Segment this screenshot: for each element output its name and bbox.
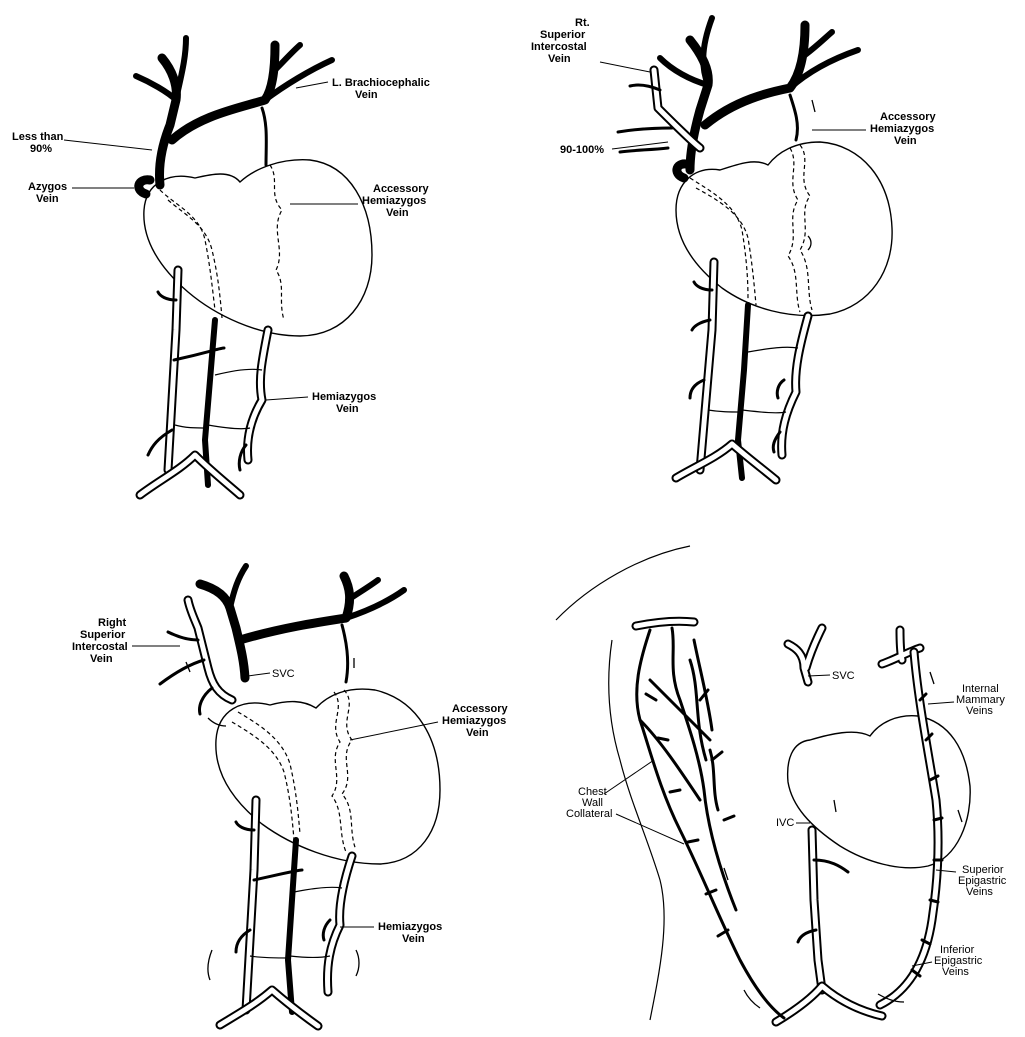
svc-branch [230,566,246,608]
accessory-hemiazygos-upper [262,108,266,165]
label-inferior-epigastric: Inferior Epigastric Veins [934,944,985,978]
l-brachiocephalic-vessel [705,25,805,125]
accessory-hemiazygos-upper [790,95,797,140]
leader-hemiazygos [266,397,308,400]
label-chest-wall-collateral: Chest Wall Collateral [566,786,612,820]
label-azygos: Azygos Vein [28,181,70,205]
leader-rt-superior-intercostal [600,62,650,72]
azygos-dashed [238,712,300,834]
accessory-hemiazygos-dashed [800,145,812,310]
label-internal-mammary: Internal Mammary Veins [956,683,1008,717]
label-superior-epigastric: Superior Epigastric Veins [958,864,1009,898]
leader-internal-mammary [928,702,954,704]
label-accessory-hemiazygos: Accessory Hemiazygos Vein [442,703,511,739]
accessory-hemiazygos-upper [342,625,348,682]
azygos-arch [139,180,150,194]
leader-accessory-hemiazygos [350,722,438,740]
label-hemiazygos: Hemiazygos Vein [378,921,445,945]
l-brachiocephalic-vessel [172,45,275,140]
accessory-hemiazygos-dashed [342,690,356,850]
azygos-lower-vessel [288,840,296,1012]
panel-top-right: Rt. Superior Intercostal Vein 90-100% Ac… [531,17,939,480]
ivc-branches [798,860,848,942]
svc-vessel [159,58,176,185]
leader-svc [808,675,830,676]
accessory-hemiazygos-dashed-2 [332,692,346,852]
internal-mammary-vessel [880,652,938,1005]
label-percent: 90-100% [560,144,604,156]
label-accessory-hemiazygos: Accessory Hemiazygos Vein [362,183,432,219]
label-ivc: IVC [776,817,794,829]
azygos-dashed [690,178,748,300]
accessory-hemiazygos-dashed-2 [788,148,800,312]
label-rt-superior-intercostal: Rt. Superior Intercostal Vein [531,17,593,65]
l-brachiocephalic-branch [346,580,404,618]
svc-branch [660,18,712,85]
label-l-brachiocephalic: L. Brachiocephalic Vein [332,77,433,101]
flow-arrows [808,100,815,250]
label-hemiazygos: Hemiazygos Vein [312,391,379,415]
label-accessory-hemiazygos: Accessory Hemiazygos Vein [870,111,939,147]
leader-svc [248,673,270,676]
heart-outline [216,689,440,864]
leader-less-than [64,140,152,150]
lumbar-branches [148,292,246,470]
label-less-than: Less than 90% [12,131,66,155]
leader-l-brachiocephalic [296,82,328,88]
label-right-superior-intercostal: Right Superior Intercostal Vein [72,617,131,665]
body-outline [556,546,690,620]
azygos-dashed-2 [696,188,756,305]
svc-branch [136,38,186,100]
panel-top-left: L. Brachiocephalic Vein Less than 90% Az… [12,38,433,495]
label-svc: SVC [832,670,855,682]
label-svc: SVC [272,668,295,680]
azygos-dashed-2 [232,722,294,840]
panel-bottom-left: Right Superior Intercostal Vein SVC Acce… [72,566,511,1026]
l-brachiocephalic-vessel [240,576,350,640]
panel-bottom-right: SVC Internal Mammary Veins Chest Wall Co… [556,546,1009,1022]
accessory-hemiazygos-dashed [270,165,284,320]
